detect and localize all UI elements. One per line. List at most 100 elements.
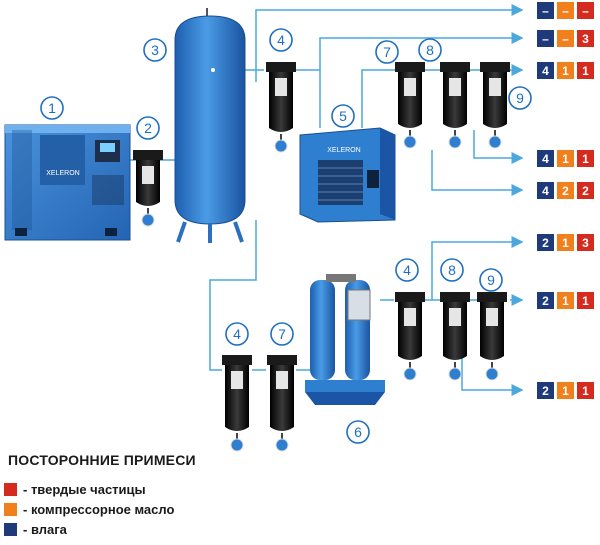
svg-text:4: 4 <box>277 32 285 48</box>
impurity-box <box>577 62 594 79</box>
impurity-box <box>537 382 554 399</box>
filter-unit <box>395 292 425 381</box>
impurity-class-value: 3 <box>582 32 589 46</box>
legend-title: ПОСТОРОННИЕ ПРИМЕСИ <box>8 452 196 468</box>
impurity-box <box>577 182 594 199</box>
pipe-dryer-to-filter7 <box>361 69 396 128</box>
impurity-class-value: 1 <box>582 384 589 398</box>
component-number-label: 8 <box>440 258 464 282</box>
solid-swatch <box>4 482 17 496</box>
component-number-label: 4 <box>395 258 419 282</box>
svg-text:9: 9 <box>487 272 495 288</box>
impurity-box <box>557 382 574 399</box>
svg-text:3: 3 <box>151 42 159 58</box>
filter-unit <box>395 62 425 149</box>
screw-compressor: XELERON <box>4 124 131 241</box>
svg-text:5: 5 <box>339 108 347 124</box>
impurity-class-value: – <box>582 4 589 18</box>
impurity-class-value: – <box>562 4 569 18</box>
impurity-box <box>557 150 574 167</box>
impurity-box <box>557 234 574 251</box>
pipe-f8-to-out4 <box>473 130 524 164</box>
legend-item-oil: - компрессорное масло <box>4 500 174 518</box>
component-number-label: 5 <box>331 104 355 128</box>
desiccant-dryer <box>305 274 385 405</box>
filters <box>133 62 510 452</box>
impurity-box <box>577 30 594 47</box>
air-receiver-tank <box>174 8 246 243</box>
filter-unit <box>222 355 252 452</box>
impurity-legend: ПОСТОРОННИЕ ПРИМЕСИ - твердые частицы - … <box>0 452 260 545</box>
impurity-class-value: 2 <box>562 184 569 198</box>
impurity-box <box>537 62 554 79</box>
refrigerated-dryer: XELERON <box>299 127 396 223</box>
component-number-label: 4 <box>225 322 249 346</box>
pipe-filter4-to-out2 <box>319 32 524 70</box>
legend-item-solid: - твердые частицы <box>4 480 146 498</box>
legend-label-moisture: - влага <box>23 521 67 537</box>
pipe-lf4-up-out6 <box>431 236 524 300</box>
legend-item-moisture: - влага <box>4 520 67 538</box>
impurity-class-value: 1 <box>562 152 569 166</box>
oil-swatch <box>4 502 17 516</box>
svg-text:7: 7 <box>278 326 286 342</box>
filter-unit <box>440 62 470 149</box>
impurity-class-value: 2 <box>542 294 549 308</box>
impurity-box <box>537 182 554 199</box>
component-number-label: 8 <box>418 38 442 62</box>
impurity-box <box>577 2 594 19</box>
impurity-box <box>557 30 574 47</box>
component-number-label: 9 <box>508 86 532 110</box>
impurity-class-value: – <box>542 32 549 46</box>
impurity-box <box>537 30 554 47</box>
component-number-label: 9 <box>479 268 503 292</box>
output-indicator: ––– <box>537 2 594 19</box>
impurity-box <box>577 382 594 399</box>
svg-text:2: 2 <box>144 120 152 136</box>
component-number-label: 1 <box>40 96 64 120</box>
pipe-tank-to-out1 <box>255 4 524 82</box>
svg-text:8: 8 <box>426 42 434 58</box>
filter-unit <box>267 355 297 452</box>
component-number-label: 2 <box>136 116 160 140</box>
component-number-label: 3 <box>143 38 167 62</box>
impurity-class-value: – <box>562 32 569 46</box>
svg-text:4: 4 <box>233 326 241 342</box>
svg-text:1: 1 <box>48 100 56 116</box>
filter-unit <box>477 292 507 381</box>
impurity-box <box>537 234 554 251</box>
component-number-label: 6 <box>346 420 370 444</box>
output-indicator: ––3 <box>537 30 594 47</box>
impurity-class-value: 1 <box>582 64 589 78</box>
legend-label-oil: - компрессорное масло <box>23 501 175 517</box>
svg-text:7: 7 <box>383 44 391 60</box>
pipe-lf8-out8 <box>461 345 524 396</box>
moisture-swatch <box>4 522 17 536</box>
impurity-class-value: 4 <box>542 152 549 166</box>
svg-text:9: 9 <box>516 90 524 106</box>
svg-text:8: 8 <box>448 262 456 278</box>
legend-label-solid: - твердые частицы <box>23 481 146 497</box>
pipe-f7-to-out5 <box>431 150 524 196</box>
component-number-label: 7 <box>270 322 294 346</box>
impurity-class-value: 3 <box>582 236 589 250</box>
impurity-class-value: 4 <box>542 64 549 78</box>
dryer-brand: XELERON <box>327 147 360 154</box>
filter-unit <box>266 62 296 153</box>
filter-unit <box>133 150 163 227</box>
impurity-box <box>537 2 554 19</box>
impurity-class-value: 2 <box>542 384 549 398</box>
component-labels: 1 2 3 4 5 6 7 8 9 4 7 4 8 9 <box>40 28 532 444</box>
impurity-box <box>557 2 574 19</box>
impurity-class-value: 1 <box>562 64 569 78</box>
impurity-class-value: – <box>542 4 549 18</box>
filter-unit <box>480 62 510 149</box>
impurity-class-value: 1 <box>582 152 589 166</box>
impurity-class-value: 1 <box>582 294 589 308</box>
